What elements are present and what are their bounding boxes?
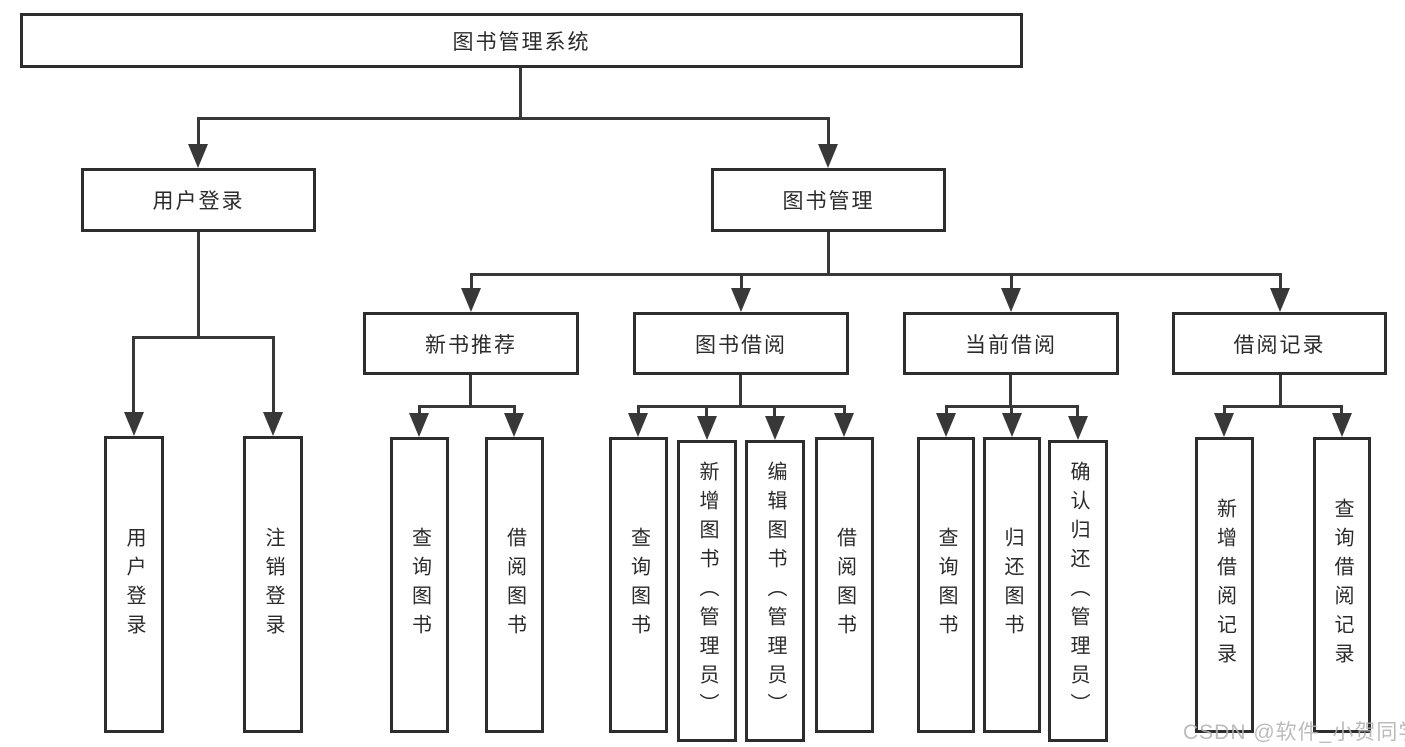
connector-line bbox=[740, 273, 743, 291]
leaf-add-book-admin: 新增图书（管理员） bbox=[677, 440, 737, 742]
node-root: 图书管理系统 bbox=[20, 13, 1023, 68]
leaf-query-books-1: 查询图书 bbox=[390, 437, 449, 733]
connector-line bbox=[197, 117, 830, 120]
arrow-down-icon bbox=[461, 288, 481, 312]
connector-line bbox=[1223, 405, 1343, 408]
connector-line bbox=[197, 117, 200, 148]
arrow-down-icon bbox=[697, 416, 717, 440]
node-user-login: 用户登录 bbox=[81, 168, 316, 232]
arrow-down-icon bbox=[1332, 413, 1352, 437]
connector-line bbox=[827, 117, 830, 148]
connector-line bbox=[827, 232, 830, 275]
leaf-query-books-2: 查询图书 bbox=[609, 437, 668, 733]
arrow-down-icon bbox=[409, 413, 429, 437]
arrow-down-icon bbox=[936, 413, 956, 437]
node-borrow-records: 借阅记录 bbox=[1172, 312, 1387, 375]
arrow-down-icon bbox=[818, 144, 838, 168]
connector-line bbox=[1010, 405, 1013, 417]
leaf-return-book: 归还图书 bbox=[983, 437, 1041, 733]
connector-line bbox=[1279, 375, 1282, 407]
connector-line bbox=[739, 375, 742, 407]
arrow-down-icon bbox=[263, 412, 283, 436]
connector-line bbox=[418, 405, 516, 408]
connector-line bbox=[1009, 375, 1012, 407]
arrow-down-icon bbox=[765, 416, 785, 440]
connector-line bbox=[272, 336, 275, 416]
arrow-down-icon bbox=[731, 288, 751, 312]
leaf-logout: 注销登录 bbox=[243, 436, 303, 733]
leaf-edit-book-admin: 编辑图书（管理员） bbox=[745, 440, 805, 742]
connector-line bbox=[1223, 405, 1226, 417]
arrow-down-icon bbox=[504, 413, 524, 437]
connector-line bbox=[519, 68, 522, 119]
connector-line bbox=[637, 405, 845, 408]
csdn-watermark: CSDN @软件_小贺同学 bbox=[1183, 721, 1405, 744]
connector-line bbox=[705, 405, 708, 419]
connector-line bbox=[945, 405, 948, 417]
arrow-down-icon bbox=[124, 412, 144, 436]
arrow-down-icon bbox=[188, 144, 208, 168]
leaf-add-borrow-record: 新增借阅记录 bbox=[1195, 437, 1254, 733]
arrow-down-icon bbox=[1068, 416, 1088, 440]
connector-line bbox=[1076, 405, 1079, 419]
arrow-down-icon bbox=[628, 413, 648, 437]
leaf-query-books-3: 查询图书 bbox=[917, 437, 975, 733]
node-current-borrow: 当前借阅 bbox=[903, 312, 1119, 375]
connector-line bbox=[773, 405, 776, 419]
connector-line bbox=[843, 405, 846, 417]
leaf-borrow-books-1: 借阅图书 bbox=[485, 437, 544, 733]
arrow-down-icon bbox=[1214, 413, 1234, 437]
arrow-down-icon bbox=[834, 413, 854, 437]
leaf-confirm-return-admin: 确认归还（管理员） bbox=[1048, 440, 1108, 742]
connector-line bbox=[637, 405, 640, 417]
node-book-management: 图书管理 bbox=[711, 168, 946, 232]
connector-line bbox=[1010, 273, 1013, 291]
leaf-user-login: 用户登录 bbox=[104, 436, 164, 733]
connector-line bbox=[513, 405, 516, 417]
connector-line bbox=[197, 232, 200, 338]
arrow-down-icon bbox=[1001, 288, 1021, 312]
connector-line bbox=[1340, 405, 1343, 417]
arrow-down-icon bbox=[1270, 288, 1290, 312]
connector-line bbox=[1279, 273, 1282, 291]
leaf-borrow-books-2: 借阅图书 bbox=[815, 437, 874, 733]
connector-line bbox=[132, 336, 135, 416]
connector-line bbox=[132, 336, 275, 339]
leaf-query-borrow-record: 查询借阅记录 bbox=[1313, 437, 1371, 733]
connector-line bbox=[470, 273, 473, 291]
connector-line bbox=[469, 375, 472, 407]
connector-line bbox=[418, 405, 421, 417]
arrow-down-icon bbox=[1002, 413, 1022, 437]
connector-line bbox=[470, 273, 1282, 276]
node-new-book-recommend: 新书推荐 bbox=[363, 312, 579, 375]
node-book-borrow: 图书借阅 bbox=[633, 312, 849, 375]
